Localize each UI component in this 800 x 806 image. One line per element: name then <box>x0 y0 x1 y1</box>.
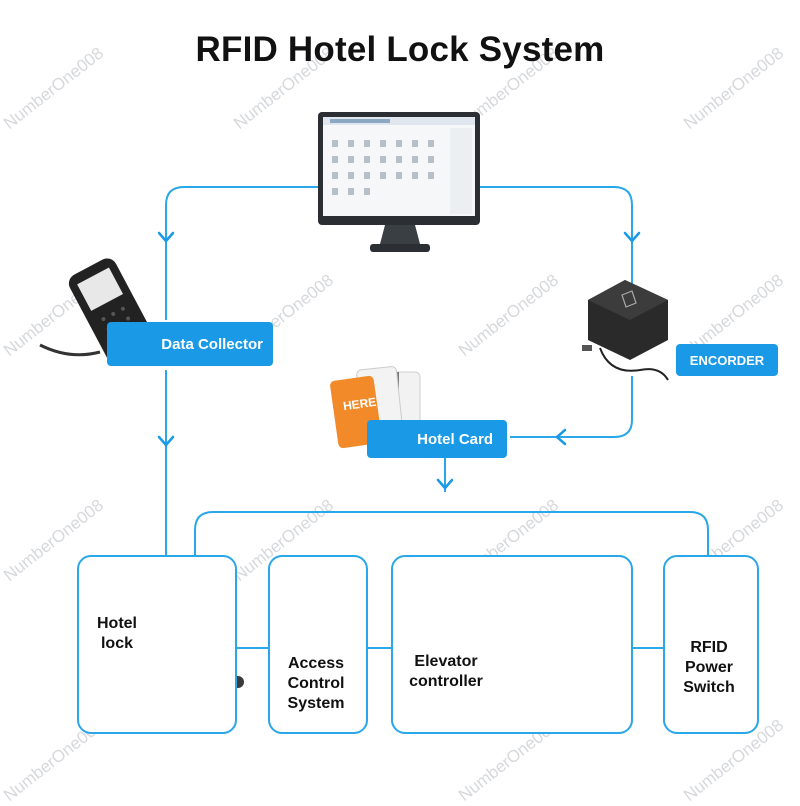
data-collector-label: Data Collector <box>107 322 273 366</box>
power-switch-label-line: Switch <box>683 679 735 696</box>
hotel-lock-box <box>77 555 237 734</box>
monitor-to-collector-line <box>165 186 318 320</box>
encoder-device-icon <box>582 280 669 381</box>
power-switch-label-line: Power <box>684 659 733 676</box>
elevator-label-line: Elevator <box>414 653 478 670</box>
elevator-label: Elevator controller <box>398 652 494 692</box>
encoder-label: ENCORDER <box>676 344 778 376</box>
hotel-card-label: Hotel Card <box>367 420 507 458</box>
monitor-to-encoder-line <box>480 186 633 285</box>
access-control-label: Access Control System <box>270 654 362 714</box>
arrow-down-icon <box>436 478 454 490</box>
arrow-down-icon <box>157 231 175 243</box>
power-switch-label: RFID Power Switch <box>665 638 753 698</box>
power-switch-box <box>663 555 759 734</box>
hotel-lock-label: Hotel lock <box>86 614 148 654</box>
hotel-lock-label-line: lock <box>100 635 133 652</box>
arrow-left-icon <box>555 428 567 446</box>
access-control-box <box>268 555 368 734</box>
access-control-label-line: Access <box>287 655 345 672</box>
monitor-icon <box>318 112 480 252</box>
arrow-down-icon <box>157 435 175 447</box>
access-control-label-line: Control <box>287 675 345 692</box>
elevator-label-line: controller <box>409 673 483 690</box>
arrow-down-icon <box>623 231 641 243</box>
diagram-title: RFID Hotel Lock System <box>195 30 605 69</box>
elevator-box <box>391 555 633 734</box>
encoder-to-card-line <box>510 376 633 438</box>
top-bus-line <box>194 511 709 556</box>
hotel-lock-label-line: Hotel <box>97 615 137 632</box>
access-control-label-line: System <box>287 695 345 712</box>
power-switch-label-line: RFID <box>690 639 728 656</box>
